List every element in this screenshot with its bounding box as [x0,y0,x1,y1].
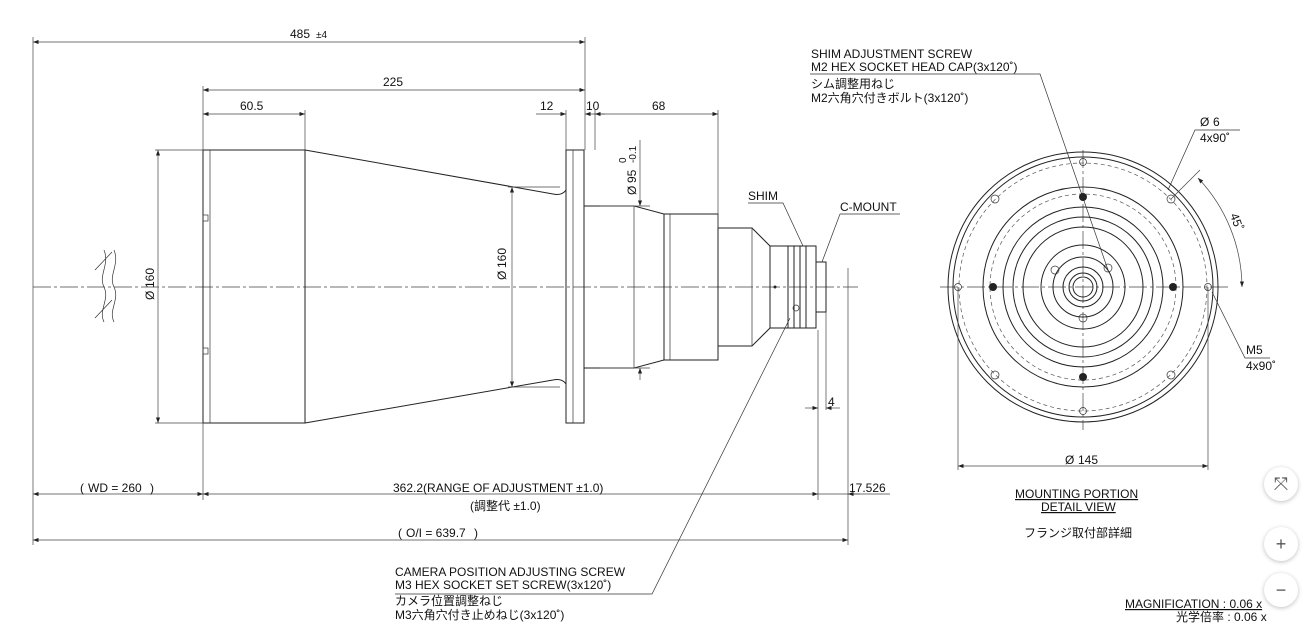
dim-m5: M5 [1246,343,1263,357]
phi-symbol-3: Ø [625,186,639,195]
fit-icon: ⤧ [1273,473,1289,494]
dim-flange-back: 17.526 [849,481,886,495]
cmount-label: C-MOUNT [840,200,897,214]
callout-text: SHIM ADJUSTMENT SCREW M2 HEX SOCKET HEAD… [395,47,1267,624]
dim-10: 10 [586,99,600,113]
dim-range: 362.2(RANGE OF ADJUSTMENT ±1.0) [393,481,603,495]
zoom-in-button[interactable]: + [1264,527,1298,561]
lens-flange [565,149,585,424]
lens-cone [304,149,567,424]
magnification-jp: 光学倍率 : 0.06 x [1176,609,1267,624]
dim-angle45: 45˚ [1227,211,1246,232]
dim-oi-paren-r: ) [474,526,478,540]
dim-oi-paren-l: ( [398,526,402,540]
dim-wd-paren-l: ( [80,481,84,495]
dim-phi6: 6 [1213,115,1220,129]
shim-screw-label-2: M2 HEX SOCKET HEAD CAP(3x120˚) [811,60,1018,74]
dim-phi95-tol-low: -0.1 [628,145,639,163]
zoom-out-button[interactable]: − [1264,573,1298,607]
dim-phi145: 145 [1078,453,1098,467]
shim-screw-label-3: シム調整用ねじ [811,76,895,91]
dim-range-jp: (調整代 ±1.0) [470,498,541,513]
dimension-text: 485 ±4 225 60.5 12 10 68 4 WD = 260 ( ) … [80,27,1276,540]
cam-screw-label-1: CAMERA POSITION ADJUSTING SCREW [395,565,626,579]
detail-title-jp: フランジ取付部詳細 [1024,525,1132,540]
phi-symbol-1: Ø [143,291,157,300]
dimension-lines [33,39,890,543]
dim-phi160-right: 160 [495,248,509,268]
plus-icon: + [1275,533,1287,554]
dim-12: 12 [540,99,554,113]
dim-225: 225 [383,75,403,89]
cam-screw-label-3: カメラ位置調整ねじ [395,593,503,608]
dim-phi6-count: 4x90˚ [1200,131,1230,145]
dim-m5-count: 4x90˚ [1246,359,1276,373]
camera-adapter [769,245,827,329]
dim-4: 4 [828,395,835,409]
phi-symbol-5: Ø [1200,115,1209,129]
cam-screw-label-4: M3六角穴付き止めねじ(3x120˚) [395,607,564,622]
dim-68: 68 [652,99,666,113]
shim-screw-label-1: SHIM ADJUSTMENT SCREW [811,47,973,61]
break-mark [94,249,117,323]
dim-wd-paren-r: ) [150,481,154,495]
dim-overall-tol: ±4 [316,30,327,41]
dim-overall: 485 [290,27,310,41]
dim-60-5: 60.5 [240,99,264,113]
shim-label: SHIM [748,189,778,203]
detail-title-2: DETAIL VIEW [1041,500,1116,514]
detail-title-1: MOUNTING PORTION [1015,487,1138,501]
dim-phi95-tol-up: 0 [618,157,629,163]
flange-detail-view [940,129,1270,470]
dim-oi: O/I = 639.7 [406,526,466,540]
minus-icon: − [1275,579,1287,600]
leader-lines [395,73,1109,595]
fit-to-screen-button[interactable]: ⤧ [1264,467,1298,501]
lens-front-barrel [202,149,306,424]
phi-symbol-2: Ø [495,271,509,280]
cam-screw-label-2: M3 HEX SOCKET SET SCREW(3x120˚) [395,578,611,592]
dim-phi160-left: 160 [143,268,157,288]
dim-phi95: 95 [625,169,639,183]
shim-screw-label-4: M2六角穴付きボルト(3x120˚) [811,90,968,105]
extension-lines [32,37,849,545]
phi-symbol-4: Ø [1065,453,1074,467]
magnification: MAGNIFICATION : 0.06 x [1125,597,1262,611]
dim-wd: WD = 260 [88,481,142,495]
